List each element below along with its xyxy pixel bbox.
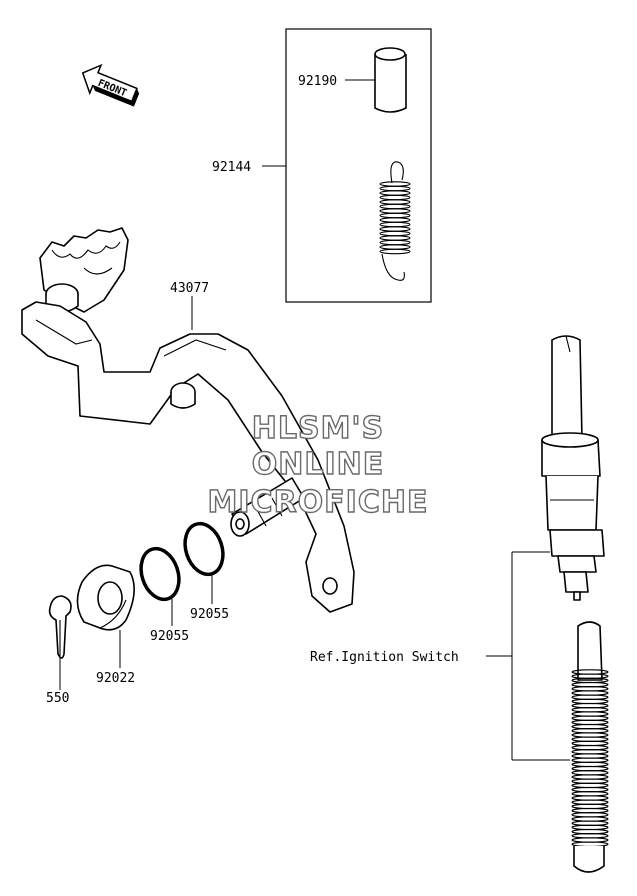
- label-92022: 92022: [96, 671, 135, 686]
- spring-coil: [379, 226, 411, 232]
- spring-coil: [379, 230, 411, 237]
- label-92055-inner: 92055: [150, 629, 189, 644]
- spring-coil: [379, 221, 411, 228]
- spring-coil: [379, 208, 411, 214]
- label-92055-outer: 92055: [190, 607, 229, 622]
- spring-coil: [379, 203, 411, 210]
- spring-coil: [379, 212, 411, 219]
- watermark-line-3: MICROFICHE: [208, 485, 429, 520]
- spring-coil: [379, 185, 411, 192]
- washer-part: [76, 564, 135, 631]
- spring-coil: [379, 181, 411, 187]
- front-arrow-icon: FRONT: [81, 63, 140, 107]
- spring-coil: [379, 199, 411, 205]
- watermark-line-1: HLSM'S: [252, 411, 384, 446]
- watermark-line-2: ONLINE: [252, 447, 385, 482]
- label-43077: 43077: [170, 281, 209, 296]
- watermark: HLSM'S ONLINE MICROFICHE: [207, 410, 429, 520]
- cotter-pin-part: [48, 595, 72, 659]
- kit-box: [285, 28, 432, 303]
- spring-coil: [379, 235, 411, 241]
- spring-coil: [379, 248, 411, 255]
- spring-coil: [379, 244, 411, 250]
- spring-coil: [379, 190, 411, 196]
- o-ring-inner: [139, 546, 181, 602]
- spring-coil: [379, 217, 411, 223]
- return-spring-part: [379, 161, 411, 281]
- spring-coil: [379, 194, 411, 201]
- label-ref-ignition-switch: Ref.Ignition Switch: [310, 650, 459, 665]
- collar-part: [374, 47, 407, 113]
- ignition-switch-part: [541, 335, 609, 873]
- label-92190: 92190: [298, 74, 337, 89]
- o-ring-outer: [183, 521, 225, 577]
- label-92144: 92144: [212, 160, 251, 175]
- spring-coil: [379, 239, 411, 246]
- leader-lines: [59, 79, 570, 761]
- brake-pedal-part: [21, 227, 355, 613]
- label-550: 550: [46, 691, 69, 706]
